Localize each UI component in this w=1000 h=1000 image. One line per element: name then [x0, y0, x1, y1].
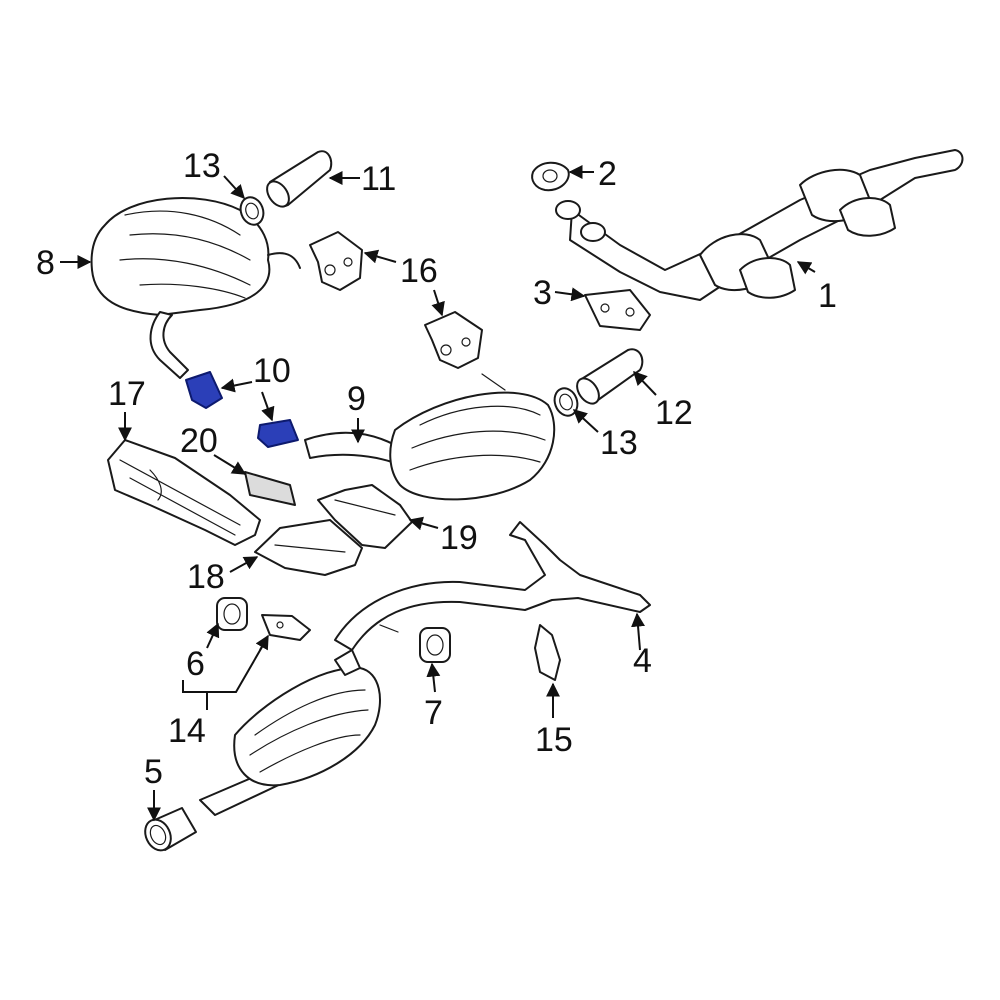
callout-13a: 13 [183, 147, 221, 185]
part-5-connector [144, 807, 197, 852]
callout-11: 11 [361, 160, 396, 198]
part-10-clamp-b [257, 419, 299, 448]
callout-19: 19 [440, 519, 478, 557]
callout-4: 4 [633, 642, 652, 680]
part-16-bracket-upper [309, 231, 363, 291]
part-18-heat-shield [254, 519, 363, 576]
callout-13b: 13 [600, 424, 638, 462]
callout-labels: 1 2 3 4 5 6 7 8 9 10 11 12 13 13 14 15 1… [36, 147, 837, 791]
leader-14-bracket [182, 639, 267, 693]
callout-7: 7 [424, 694, 443, 732]
callout-10: 10 [253, 352, 291, 390]
callout-9: 9 [347, 380, 366, 418]
leader-10a [220, 378, 253, 393]
callout-5: 5 [144, 753, 163, 791]
leader-3 [554, 287, 586, 302]
callout-8: 8 [36, 244, 55, 282]
leader-4 [631, 612, 646, 651]
leader-6 [206, 622, 220, 649]
callout-15: 15 [535, 721, 573, 759]
leader-12 [633, 370, 657, 396]
part-12-tail-pipe-tip [576, 348, 644, 405]
callout-17: 17 [108, 375, 146, 413]
leader-13b [572, 409, 599, 433]
callout-3: 3 [533, 274, 552, 312]
part-6-isolator [216, 597, 248, 631]
part-3-flange-gasket [584, 289, 651, 331]
part-1-front-pipe [555, 149, 964, 301]
part-2-gasket [531, 161, 570, 192]
part-7-isolator [419, 627, 451, 663]
leader-13a [223, 175, 245, 200]
part-14-bracket [261, 614, 311, 641]
leader-16a [363, 249, 397, 264]
callout-leaders [60, 165, 816, 822]
part-9-muffler [304, 373, 556, 501]
leader-7 [426, 662, 441, 693]
leader-18 [229, 556, 259, 573]
leader-10b [261, 391, 275, 422]
part-17-heat-shield [107, 439, 261, 546]
leader-14-arrow [255, 634, 269, 651]
callout-14: 14 [168, 712, 206, 750]
callout-16: 16 [400, 252, 438, 290]
part-13-clamp-upper [239, 196, 265, 226]
part-16-bracket-lower [424, 311, 483, 369]
part-20-heat-shield [244, 471, 296, 506]
callout-6: 6 [186, 645, 205, 683]
part-15-bracket [534, 624, 561, 681]
callout-20: 20 [180, 422, 218, 460]
callout-1: 1 [818, 277, 837, 315]
part-11-tail-pipe-tip [266, 150, 333, 208]
callout-2: 2 [598, 155, 617, 193]
callout-18: 18 [187, 558, 225, 596]
part-10-clamp-a [185, 371, 223, 409]
part-13-clamp-lower [553, 387, 579, 417]
part-4-y-pipe [334, 521, 651, 651]
callout-12: 12 [655, 394, 693, 432]
part-10-clamp-highlighted [185, 371, 299, 448]
leader-16b [431, 289, 445, 317]
leader-20 [213, 454, 247, 475]
leader-19 [408, 516, 439, 531]
leader-1 [796, 261, 816, 275]
part-8-rear-muffler [90, 197, 301, 379]
front-muffler [199, 649, 381, 816]
